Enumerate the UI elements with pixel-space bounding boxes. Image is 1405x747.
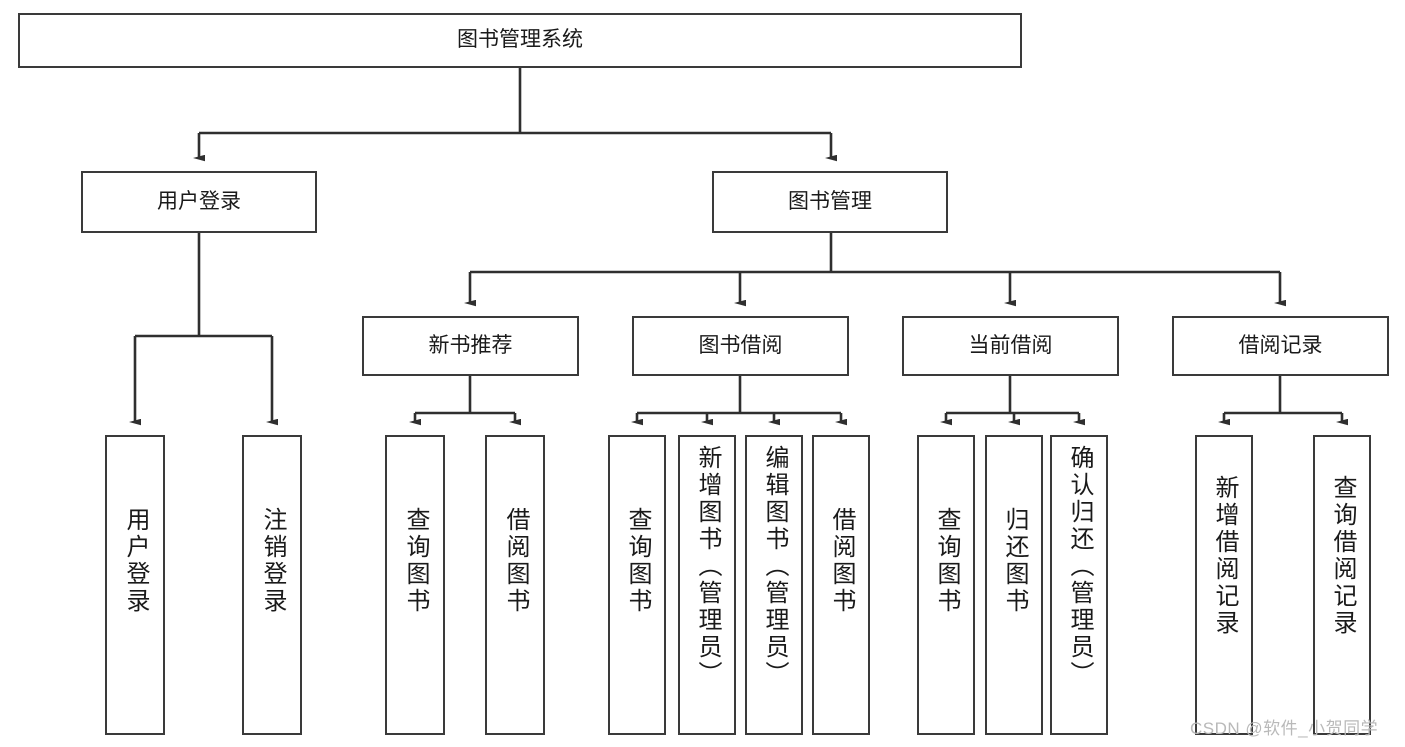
- node-user-login-label: 用户登录: [157, 189, 241, 213]
- node-leaf-borrow-book-2[interactable]: 借阅图书: [812, 435, 870, 735]
- node-leaf-borrow-book-2-label: 借阅图书: [828, 507, 855, 615]
- node-borrow-record-label: 借阅记录: [1238, 333, 1323, 357]
- node-new-book-rec-label: 新书推荐: [428, 333, 513, 357]
- node-leaf-add-book[interactable]: 新增图书（管理员）: [678, 435, 736, 735]
- node-user-login[interactable]: 用户登录: [81, 171, 317, 233]
- node-leaf-borrow-book-1[interactable]: 借阅图书: [485, 435, 545, 735]
- node-root[interactable]: 图书管理系统: [18, 13, 1022, 68]
- node-book-manage-label: 图书管理: [788, 189, 872, 213]
- node-leaf-query-book-1[interactable]: 查询图书: [385, 435, 445, 735]
- node-current-borrow-label: 当前借阅: [968, 333, 1053, 357]
- node-leaf-query-record[interactable]: 查询借阅记录: [1313, 435, 1371, 735]
- node-root-label: 图书管理系统: [457, 28, 583, 52]
- node-leaf-return-book-label: 归还图书: [1001, 507, 1028, 615]
- node-leaf-user-login-label: 用户登录: [122, 507, 149, 615]
- node-leaf-edit-book-label: 编辑图书（管理员）: [761, 445, 788, 688]
- node-leaf-query-record-label: 查询借阅记录: [1329, 475, 1356, 637]
- node-leaf-query-book-3-label: 查询图书: [933, 507, 960, 615]
- node-leaf-query-book-2-label: 查询图书: [624, 507, 651, 615]
- node-leaf-add-record-label: 新增借阅记录: [1211, 475, 1238, 637]
- node-leaf-confirm-return-label: 确认归还（管理员）: [1066, 445, 1093, 688]
- node-new-book-rec[interactable]: 新书推荐: [362, 316, 579, 376]
- node-leaf-add-book-label: 新增图书（管理员）: [694, 445, 721, 688]
- node-leaf-return-book[interactable]: 归还图书: [985, 435, 1043, 735]
- node-leaf-query-book-1-label: 查询图书: [402, 507, 429, 615]
- node-leaf-borrow-book-1-label: 借阅图书: [502, 507, 529, 615]
- node-book-borrow-label: 图书借阅: [698, 333, 783, 357]
- node-book-borrow[interactable]: 图书借阅: [632, 316, 849, 376]
- node-borrow-record[interactable]: 借阅记录: [1172, 316, 1389, 376]
- node-current-borrow[interactable]: 当前借阅: [902, 316, 1119, 376]
- csdn-watermark: CSDN @软件_小贺同学: [1190, 719, 1379, 738]
- node-leaf-logout-label: 注销登录: [259, 507, 286, 615]
- node-leaf-user-login[interactable]: 用户登录: [105, 435, 165, 735]
- node-leaf-edit-book[interactable]: 编辑图书（管理员）: [745, 435, 803, 735]
- node-leaf-logout[interactable]: 注销登录: [242, 435, 302, 735]
- node-leaf-query-book-2[interactable]: 查询图书: [608, 435, 666, 735]
- node-leaf-confirm-return[interactable]: 确认归还（管理员）: [1050, 435, 1108, 735]
- node-leaf-query-book-3[interactable]: 查询图书: [917, 435, 975, 735]
- node-book-manage[interactable]: 图书管理: [712, 171, 948, 233]
- node-leaf-add-record[interactable]: 新增借阅记录: [1195, 435, 1253, 735]
